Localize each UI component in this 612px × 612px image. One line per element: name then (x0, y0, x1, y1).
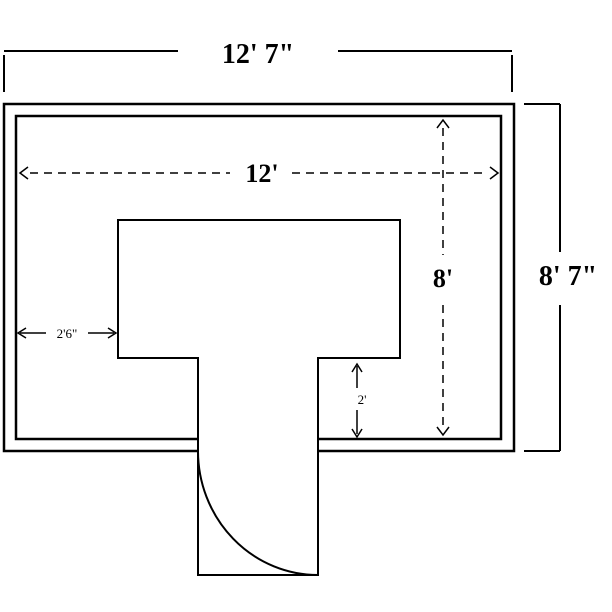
inner-width-dimension: 12' (18, 159, 500, 188)
front-clearance-dimension: 2' (351, 362, 367, 439)
overall-depth-label: 8' 7" (539, 261, 597, 292)
overall-width-label: 12' 7" (222, 39, 294, 70)
inner-depth-label: 8' (433, 264, 453, 293)
door-opening (199, 438, 317, 453)
door-swing-arc (197, 450, 319, 576)
inner-width-label: 12' (245, 159, 278, 188)
side-clearance-dimension: 2'6" (16, 326, 118, 341)
front-clearance-label: 2' (358, 392, 367, 407)
overall-width-dimension: 12' 7" (3, 39, 513, 92)
side-clearance-label: 2'6" (57, 326, 78, 341)
inner-depth-dimension: 8' (433, 118, 453, 437)
overall-depth-dimension: 8' 7" (524, 103, 597, 452)
